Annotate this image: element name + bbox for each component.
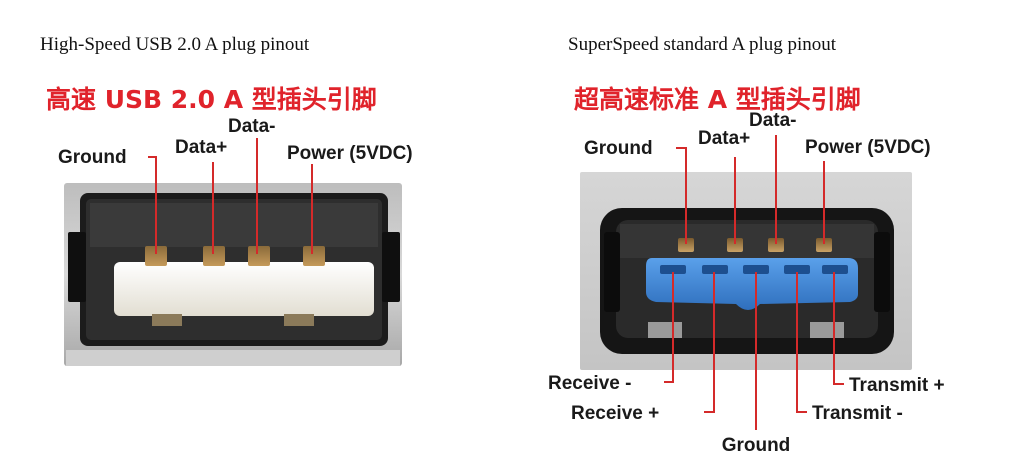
usb3-contact-receive-plus bbox=[702, 265, 728, 274]
usb3-label-power: Power (5VDC) bbox=[805, 137, 931, 158]
usb2-label-data-plus: Data+ bbox=[175, 137, 227, 158]
usb2-contact-ground bbox=[145, 246, 167, 266]
usb2-receptacle bbox=[64, 183, 402, 366]
usb2-panel: High-Speed USB 2.0 A plug pinout 高速 USB … bbox=[40, 34, 413, 366]
usb3-contact-data-plus bbox=[727, 238, 743, 252]
usb2-plug-diagram: Ground Data+ Data- Power (5VDC) bbox=[58, 116, 413, 366]
usb3-contact-ground-bottom bbox=[743, 265, 769, 274]
usb3-panel: SuperSpeed standard A plug pinout 超高速标准 … bbox=[512, 0, 1024, 475]
usb3-label-data-minus: Data- bbox=[749, 110, 797, 131]
usb2-label-ground: Ground bbox=[58, 147, 127, 168]
usb3-contact-receive-minus bbox=[660, 265, 686, 274]
usb3-contact-transmit-minus bbox=[784, 265, 810, 274]
usb2-caption: High-Speed USB 2.0 A plug pinout bbox=[40, 34, 310, 55]
usb2-contact-data-minus bbox=[248, 246, 270, 266]
usb3-contact-data-minus bbox=[768, 238, 784, 252]
usb2-white-insert bbox=[114, 262, 374, 316]
usb2-contacts bbox=[145, 246, 325, 266]
usb2-leader-lines bbox=[148, 138, 313, 254]
usb2-contact-data-plus bbox=[203, 246, 225, 266]
usb3-label-data-plus: Data+ bbox=[698, 128, 750, 149]
usb3-label-ground-bottom: Ground bbox=[722, 435, 791, 456]
usb3-label-ground-top: Ground bbox=[584, 138, 653, 159]
usb3-top-contacts bbox=[678, 238, 832, 252]
usb2-chinese-title: 高速 USB 2.0 A 型插头引脚 bbox=[46, 85, 377, 114]
usb3-caption: SuperSpeed standard A plug pinout bbox=[568, 34, 837, 55]
usb2-contact-power bbox=[303, 246, 325, 266]
usb3-plug-diagram: Ground Data+ Data- Power (5VDC) Receive … bbox=[548, 110, 945, 456]
usb3-contact-power bbox=[816, 238, 832, 252]
usb3-chinese-title: 超高速标准 A 型插头引脚 bbox=[574, 85, 861, 114]
usb3-label-transmit-minus: Transmit - bbox=[812, 403, 903, 424]
usb3-leader-lines bbox=[664, 135, 844, 430]
usb2-label-data-minus: Data- bbox=[228, 116, 276, 137]
usb3-label-receive-minus: Receive - bbox=[548, 373, 631, 394]
usb3-bottom-contacts bbox=[660, 265, 848, 274]
usb3-label-transmit-plus: Transmit + bbox=[849, 375, 945, 396]
usb3-label-receive-plus: Receive + bbox=[571, 403, 659, 424]
usb3-contact-transmit-plus bbox=[822, 265, 848, 274]
usb3-contact-ground-top bbox=[678, 238, 694, 252]
usb2-label-power: Power (5VDC) bbox=[287, 143, 413, 164]
